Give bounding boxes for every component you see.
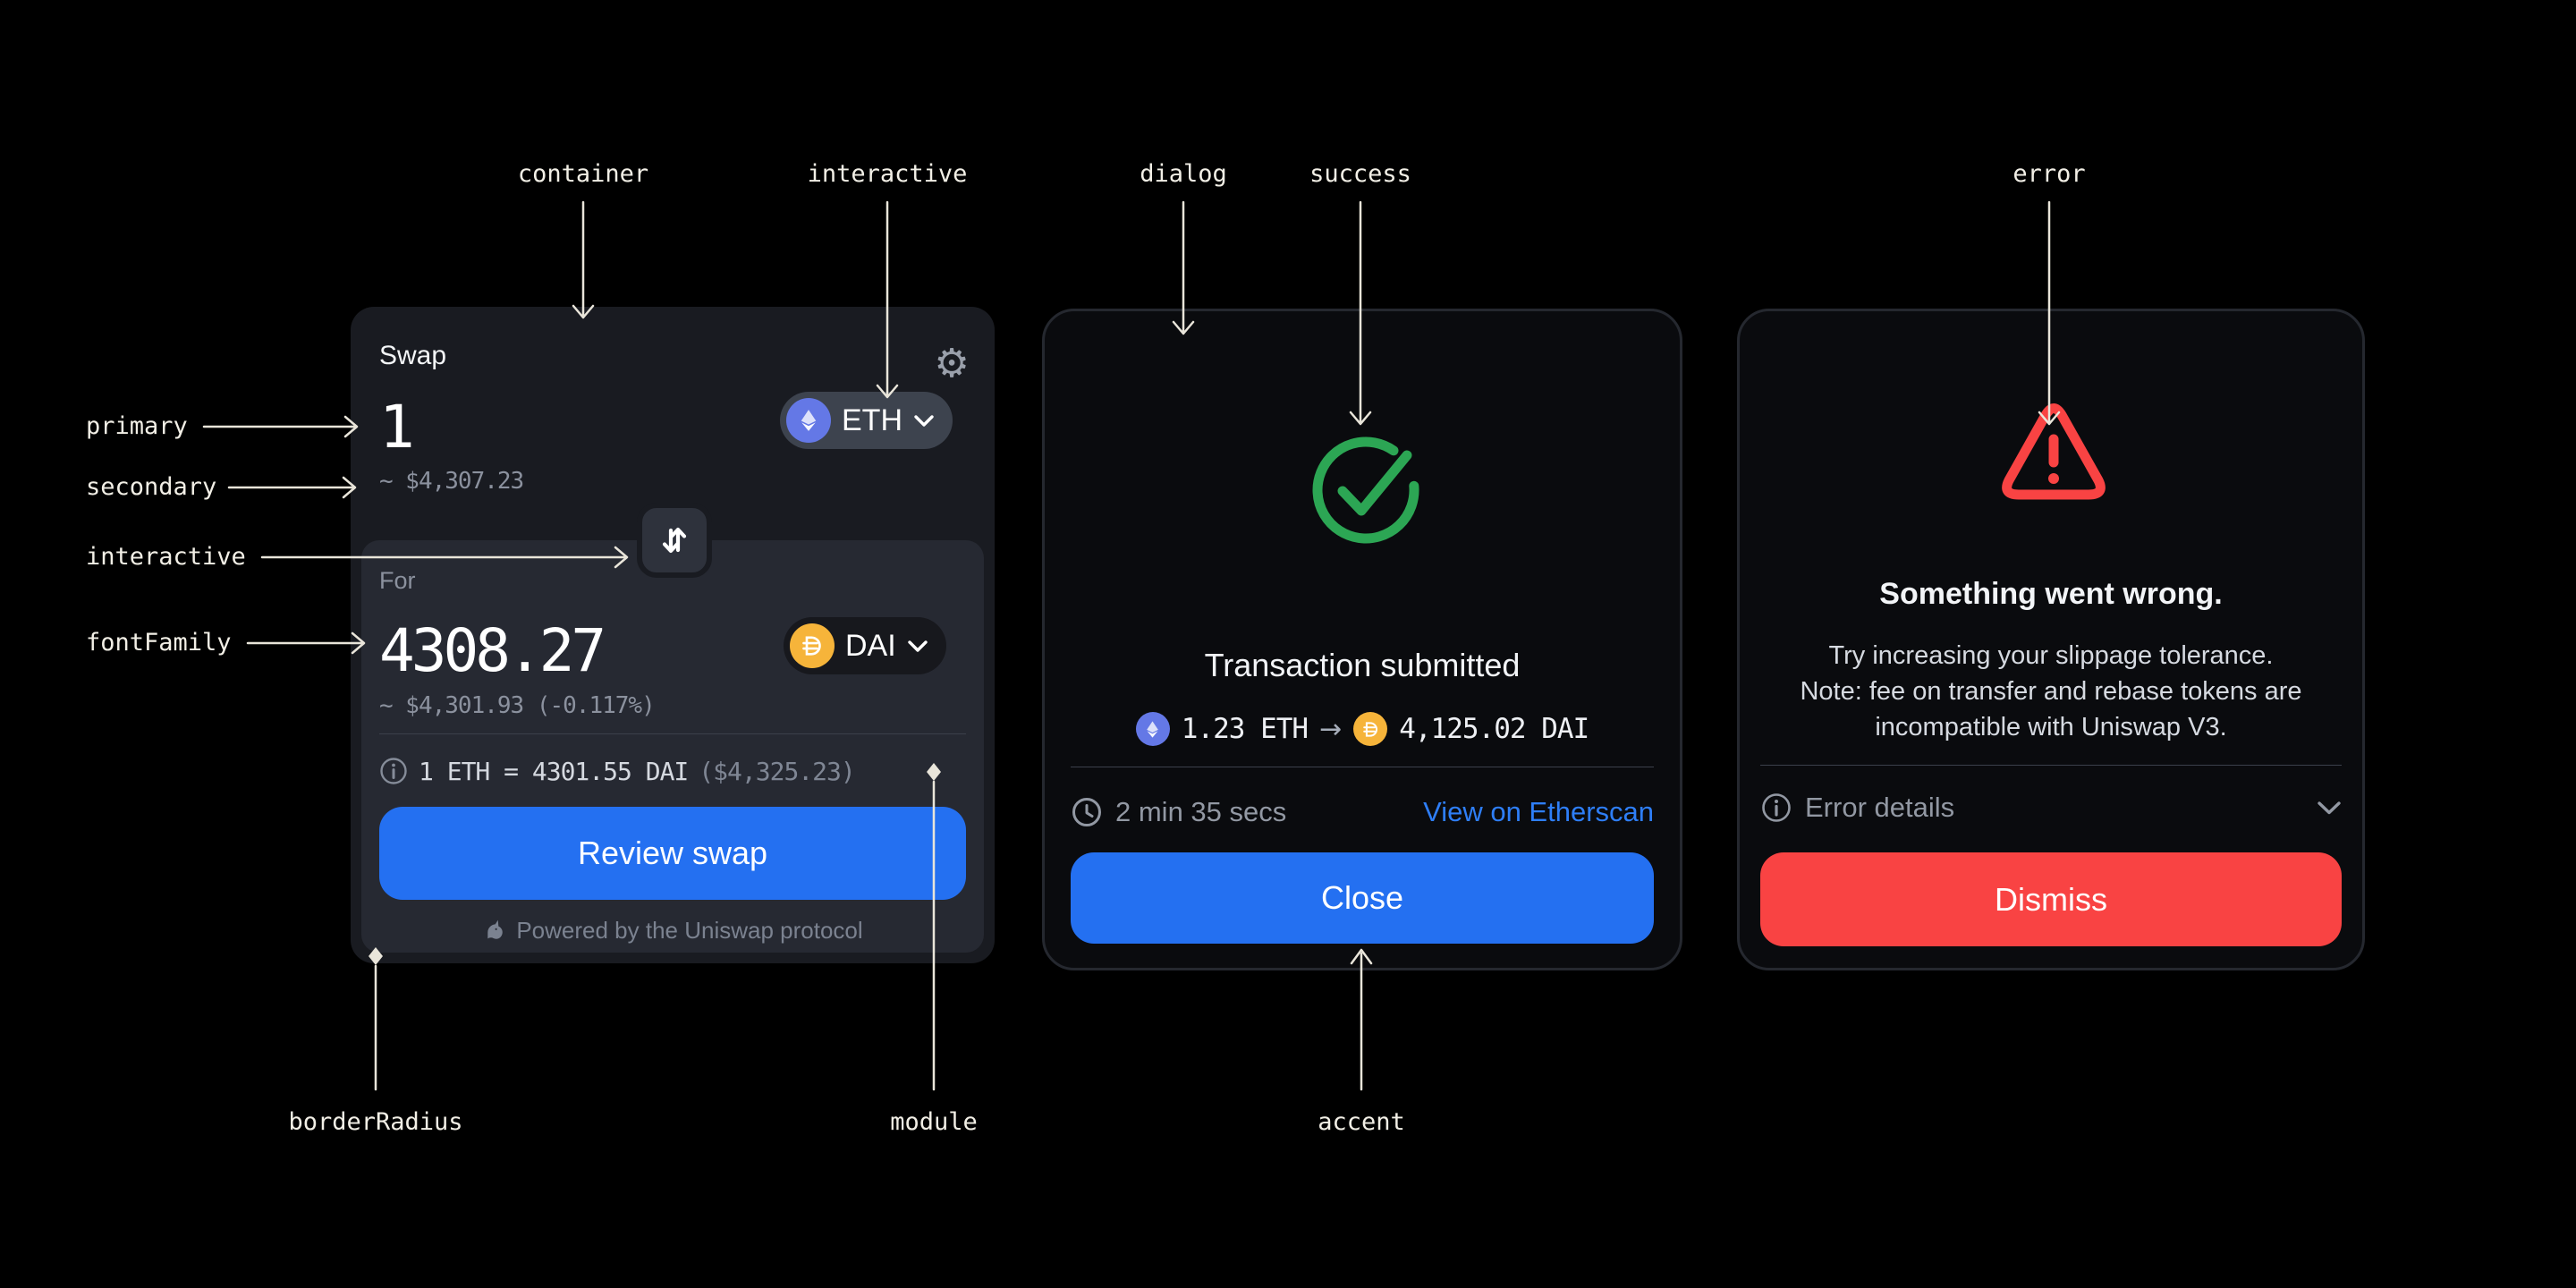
chevron-down-icon [914,414,934,427]
to-amount: 4,125.02 DAI [1399,713,1589,745]
view-on-etherscan-link[interactable]: View on Etherscan [1423,796,1654,827]
swap-summary-row: 1.23 ETH → 4,125.02 DAI [1045,709,1680,749]
error-details-row[interactable]: Error details [1760,790,2342,826]
swap-card-title: Swap [379,341,447,370]
annotation-error: error [2012,160,2086,188]
from-amount: 1.23 ETH [1181,713,1309,745]
module-divider [379,733,966,734]
transaction-duration: 2 min 35 secs [1115,796,1287,827]
rate-value: 1 ETH = 4301.55 DAI [419,756,689,786]
buy-module-label: For [379,567,416,594]
powered-by-text: Powered by the Uniswap protocol [516,916,863,944]
error-details-label: Error details [1805,792,1955,823]
sell-amount-input[interactable]: 1 [379,393,415,462]
buy-fiat-value: ~ $4,301.93 (-0.117%) [379,692,656,719]
buy-token-symbol: DAI [845,628,896,663]
success-check-icon [1312,436,1419,544]
rate-row: 1 ETH = 4301.55 DAI ($4,325.23) [379,755,856,787]
annotation-fontfamily: fontFamily [86,629,232,657]
rate-fiat-value: ($4,325.23) [699,756,855,786]
transaction-submitted-dialog: Transaction submitted 1.23 ETH → 4,125.0… [1042,309,1682,970]
info-icon [1762,793,1791,822]
info-icon [380,758,407,784]
annotation-borderradius: borderRadius [288,1108,463,1136]
eth-token-icon [1135,712,1170,746]
error-dialog: Something went wrong. Try increasing you… [1737,309,2365,970]
warning-triangle-icon [2002,403,2106,500]
eth-token-icon [786,398,831,443]
powered-by-footer: Powered by the Uniswap protocol [361,916,984,945]
error-title: Something went wrong. [1879,577,2223,611]
sell-token-symbol: ETH [842,402,902,437]
buy-amount-input[interactable]: 4308.27 [379,616,606,685]
dialog-divider [1760,765,2342,766]
sell-token-selector[interactable]: ETH [780,392,953,449]
annotation-success: success [1309,160,1411,188]
dai-token-icon [790,623,835,668]
swap-direction-button[interactable] [637,503,712,578]
annotation-container: container [517,160,649,188]
arrow-right-icon: → [1319,713,1343,745]
uniswap-logo-icon [487,919,504,939]
annotation-secondary: secondary [86,473,217,501]
clock-icon [1072,798,1101,826]
swap-arrows-icon [662,527,687,554]
dai-token-icon [1353,712,1388,746]
annotation-dialog: dialog [1140,160,1227,188]
buy-token-selector[interactable]: DAI [784,617,946,674]
buy-module: For 4308.27 DAI ~ $4,301.93 (-0.117%) [361,540,984,953]
swap-card: Swap ⚙ 1 ETH ~ $4,307.23 For 4308.27 [351,307,995,963]
gear-icon[interactable]: ⚙ [934,341,970,386]
annotation-interactive-top: interactive [807,160,968,188]
dismiss-button[interactable]: Dismiss [1760,852,2342,946]
annotation-primary: primary [86,412,188,440]
review-swap-button[interactable]: Review swap [379,807,966,900]
transaction-meta-row: 2 min 35 secs View on Etherscan [1071,794,1654,830]
annotation-module: module [890,1108,978,1136]
chevron-down-icon [907,640,928,652]
sell-fiat-value: ~ $4,307.23 [379,468,524,495]
annotation-interactive-left: interactive [86,543,246,571]
error-body-text: Try increasing your slippage tolerance. … [1800,641,2302,741]
chevron-down-icon [2318,801,2341,814]
dialog-title: Transaction submitted [1204,647,1521,683]
annotation-accent: accent [1318,1108,1405,1136]
close-button[interactable]: Close [1071,852,1654,944]
